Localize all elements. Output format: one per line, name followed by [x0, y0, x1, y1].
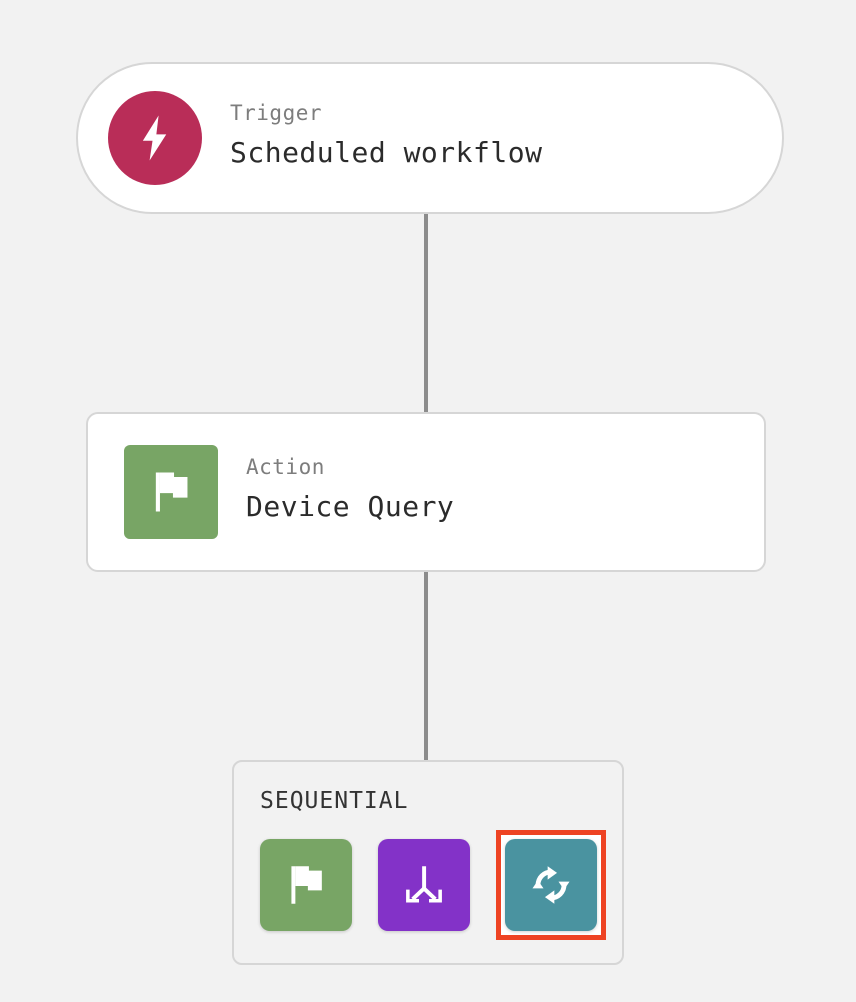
sequential-tile-slot-1 [260, 839, 352, 931]
trigger-node-kicker: Trigger [230, 101, 323, 126]
flag-icon [124, 445, 218, 539]
sequential-tile-refresh[interactable] [505, 839, 597, 931]
action-node-kicker: Action [246, 455, 325, 480]
sequential-group-container[interactable]: SEQUENTIAL [232, 760, 624, 965]
connector-trigger-to-action [424, 212, 428, 414]
sequential-tile-branch[interactable] [378, 839, 470, 931]
sequential-tile-slot-2 [378, 839, 470, 931]
selection-highlight-border [496, 830, 606, 940]
lightning-bolt-icon [108, 91, 202, 185]
trigger-node-title: Scheduled workflow [230, 136, 543, 170]
sequential-tile-slot-3 [496, 830, 606, 940]
flag-icon [291, 866, 322, 904]
action-node-title: Device Query [246, 490, 455, 524]
branch-split-arrows-icon [406, 866, 442, 903]
sequential-group-label: SEQUENTIAL [260, 788, 409, 814]
refresh-loop-icon [532, 866, 570, 904]
action-node-text: Action Device Query [246, 456, 454, 528]
trigger-node-card[interactable]: Trigger Scheduled workflow [76, 62, 784, 214]
sequential-tile-flag[interactable] [260, 839, 352, 931]
connector-action-to-group [424, 570, 428, 762]
action-node-card[interactable]: Action Device Query [86, 412, 766, 572]
trigger-node-text: Trigger Scheduled workflow [230, 102, 542, 174]
sequential-tile-row [260, 830, 622, 940]
